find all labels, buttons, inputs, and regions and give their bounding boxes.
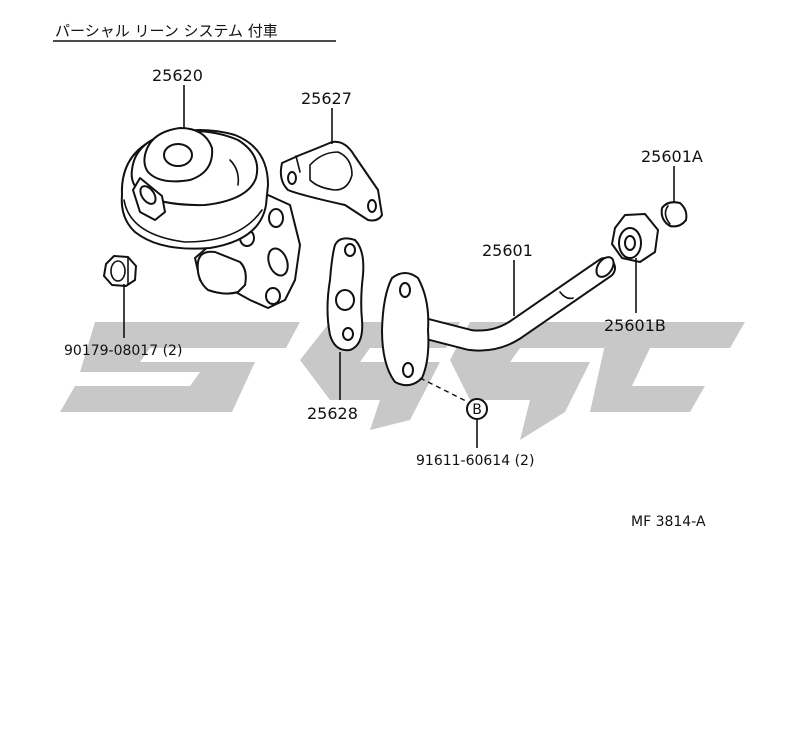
leader-lines	[123, 85, 675, 448]
figure-code: MF 3814-A	[631, 514, 706, 530]
label-25601a: 25601A	[641, 147, 703, 166]
bracket-drawing	[279, 140, 383, 222]
label-25601b: 25601B	[604, 316, 666, 335]
label-25628: 25628	[307, 404, 358, 423]
label-25627: 25627	[301, 89, 352, 108]
pipe-drawing	[381, 256, 616, 387]
egr-valve-drawing	[120, 127, 301, 309]
label-91611: 91611-60614 (2)	[416, 453, 534, 469]
bolt-symbol-circle	[466, 398, 488, 420]
label-25620: 25620	[152, 66, 203, 85]
label-25601: 25601	[482, 241, 533, 260]
nut-drawing	[103, 255, 137, 287]
label-90179: 90179-08017 (2)	[64, 343, 182, 359]
gasket-drawing	[326, 237, 365, 352]
union-a-drawing	[660, 201, 688, 228]
bolt-symbol-letter: B	[472, 402, 482, 418]
title-text: パーシャル リーン システム 付車	[55, 22, 278, 40]
union-b-drawing	[611, 213, 659, 263]
